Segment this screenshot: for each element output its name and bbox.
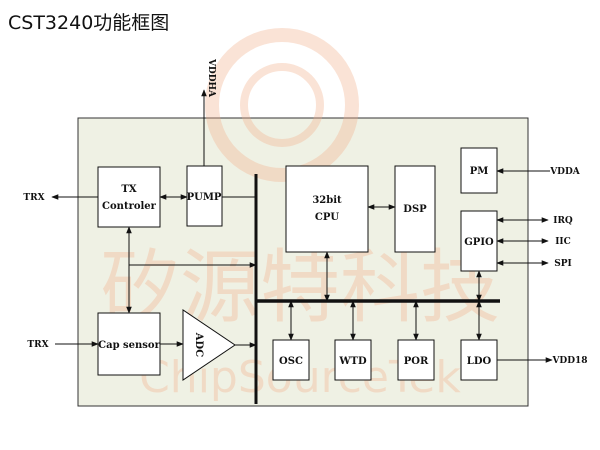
trx-out-label: TRX xyxy=(23,193,44,203)
pm-label: PM xyxy=(470,166,489,177)
trx-in-label: TRX xyxy=(27,340,48,350)
ldo-block xyxy=(460,339,498,381)
iic-label: IIC xyxy=(555,237,571,247)
watermark-cn: 矽源特科技 xyxy=(100,241,500,334)
osc-block xyxy=(272,339,310,381)
cpu-label-2: CPU xyxy=(315,212,339,223)
irq-label: IRQ xyxy=(553,216,573,226)
vdd18-label: VDD18 xyxy=(551,356,587,366)
vddha-label: VDDHA xyxy=(206,58,216,98)
adc-label: ADC xyxy=(193,332,204,357)
dsp-block xyxy=(394,165,436,253)
tx-controller-label-1: TX xyxy=(121,184,136,195)
cap-sensor-label: Cap sensor xyxy=(98,340,160,351)
cpu-block xyxy=(285,165,369,253)
cpu-label-1: 32bit xyxy=(312,195,342,206)
gpio-label: GPIO xyxy=(464,237,494,248)
tx-controller-block xyxy=(97,166,161,228)
osc-label: OSC xyxy=(279,356,303,367)
wtd-block xyxy=(334,339,372,381)
dsp-label: DSP xyxy=(403,204,427,215)
tx-controller-label-2: Controler xyxy=(102,201,157,212)
por-label: POR xyxy=(404,356,429,367)
pump-block xyxy=(186,165,223,227)
page-title: CST3240功能框图 xyxy=(8,12,170,34)
watermark-logo-inner xyxy=(240,63,324,147)
vdda-label: VDDA xyxy=(549,167,581,177)
pump-label: PUMP xyxy=(187,192,222,203)
gpio-block xyxy=(460,210,498,272)
por-block xyxy=(397,339,435,381)
ldo-label: LDO xyxy=(467,356,492,367)
spi-label: SPI xyxy=(554,259,571,269)
watermark-logo-ring xyxy=(205,28,359,182)
wtd-label: WTD xyxy=(338,356,367,367)
